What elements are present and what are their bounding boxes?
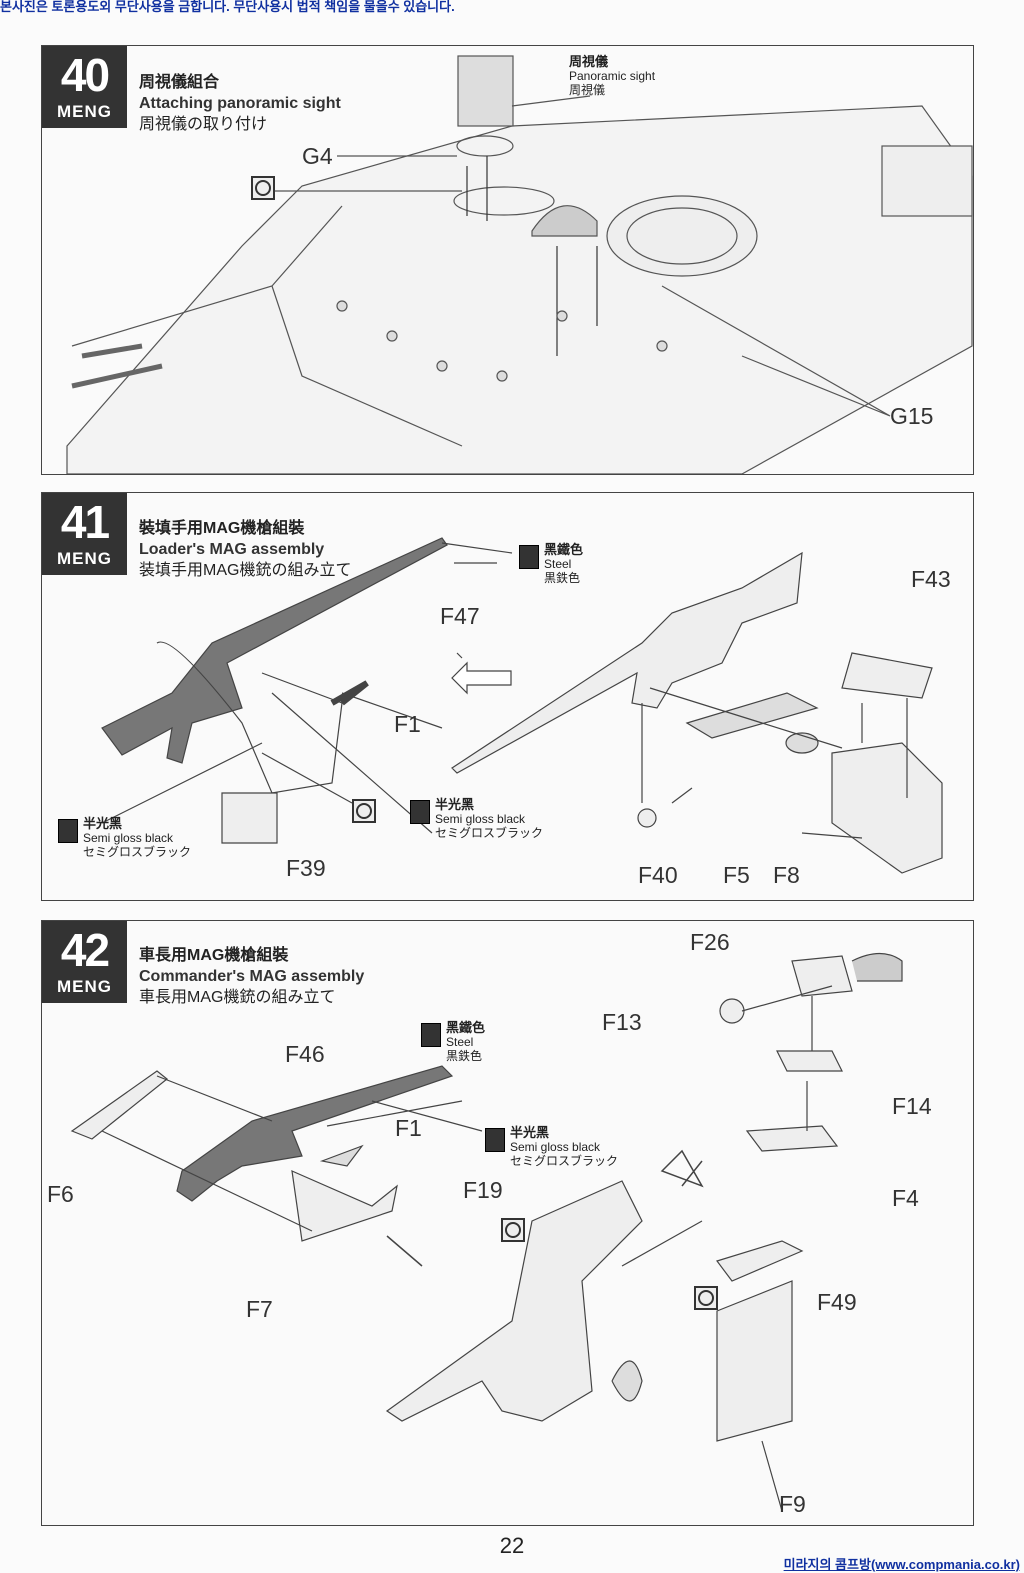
- part-label: F14: [892, 1093, 932, 1119]
- step-title: 裝填手用MAG機槍組裝 Loader's MAG assembly 装填手用MA…: [139, 518, 351, 581]
- title-cn: 車長用MAG機槍組裝: [139, 947, 289, 964]
- brand-logo: MENG: [57, 549, 112, 568]
- part-label: F43: [911, 566, 951, 592]
- paint-jp: 黒鉄色: [544, 571, 581, 585]
- part-label: F46: [285, 1041, 325, 1067]
- title-en: Attaching panoramic sight: [139, 95, 341, 112]
- part-label: G15: [890, 403, 934, 429]
- title-en: Loader's MAG assembly: [139, 541, 325, 558]
- commander-mag-diagram: [70, 952, 903, 1512]
- paint-brush-icon: [421, 1023, 441, 1047]
- paint-cn: 黑鐵色: [544, 542, 584, 557]
- paint-jp: セミグロスブラック: [83, 845, 192, 859]
- part-label: F26: [690, 929, 730, 955]
- part-label: F39: [286, 855, 326, 881]
- part-label: F1: [395, 1115, 422, 1141]
- paint-brush-icon: [485, 1128, 505, 1152]
- step-42-panel: 42 MENG 車長用MAG機槍組裝 Commander's MAG assem…: [41, 920, 974, 1526]
- panoramic-sight-diagram: [66, 55, 973, 474]
- title-jp: 車長用MAG機銃の組み立て: [139, 989, 336, 1006]
- part-label: F5: [723, 862, 750, 888]
- paint-jp: セミグロスブラック: [435, 826, 544, 840]
- step-number-badge: 41 MENG: [42, 493, 127, 575]
- paint-cn: 黑鐵色: [446, 1020, 486, 1035]
- part-label: F6: [47, 1181, 74, 1207]
- copyright-banner: 본사진은 토론용도외 무단사용을 금합니다. 무단사용시 법적 책임을 물을수 …: [0, 0, 455, 14]
- page-number: 22: [499, 1533, 525, 1558]
- step-number-badge: 40 MENG: [42, 46, 127, 128]
- paint-jp: 黒鉄色: [446, 1049, 483, 1063]
- no-glue-icon: [501, 1218, 525, 1242]
- title-cn: 裝填手用MAG機槍組裝: [139, 520, 305, 537]
- title-jp: 周視儀の取り付け: [139, 116, 268, 133]
- paint-en: Semi gloss black: [83, 831, 174, 845]
- part-label: F9: [779, 1491, 806, 1517]
- no-glue-icon: [694, 1286, 718, 1310]
- paint-en: Steel: [544, 557, 572, 571]
- callout-jp: 周視儀: [569, 83, 606, 97]
- step-41-panel: 41 MENG 裝填手用MAG機槍組裝 Loader's MAG assembl…: [41, 492, 974, 901]
- part-label: F13: [602, 1009, 642, 1035]
- part-label: F47: [440, 603, 480, 629]
- part-label: F19: [463, 1177, 503, 1203]
- paint-brush-icon: [410, 800, 430, 824]
- callout-cn: 周視儀: [569, 54, 609, 69]
- paint-jp: セミグロスブラック: [510, 1154, 619, 1168]
- part-label: F7: [246, 1296, 273, 1322]
- paint-brush-icon: [519, 545, 539, 569]
- brand-logo: MENG: [57, 977, 112, 996]
- paint-cn: 半光黑: [435, 797, 475, 812]
- footer-credit: 미라지의 콤프방(www.compmania.co.kr): [783, 1557, 1020, 1572]
- title-cn: 周視儀組合: [139, 74, 220, 91]
- part-label: G4: [302, 143, 333, 169]
- callout-en: Panoramic sight: [569, 69, 656, 83]
- title-jp: 装填手用MAG機銃の組み立て: [139, 562, 352, 579]
- step-number: 40: [60, 49, 110, 101]
- no-glue-icon: [251, 176, 275, 200]
- part-label: F40: [638, 862, 678, 888]
- step-number: 41: [60, 496, 110, 548]
- step-title: 周視儀組合 Attaching panoramic sight 周視儀の取り付け: [139, 72, 341, 135]
- part-label: F49: [817, 1289, 857, 1315]
- paint-cn: 半光黑: [510, 1125, 550, 1140]
- paint-en: Semi gloss black: [435, 812, 526, 826]
- part-label: F8: [773, 862, 800, 888]
- paint-en: Steel: [446, 1035, 474, 1049]
- step-number-badge: 42 MENG: [42, 921, 127, 1003]
- no-glue-icon: [352, 799, 376, 823]
- paint-en: Semi gloss black: [510, 1140, 601, 1154]
- step-number: 42: [60, 924, 110, 976]
- panoramic-sight-callout: 周視儀 Panoramic sight 周視儀: [569, 54, 656, 98]
- part-label: F4: [892, 1185, 919, 1211]
- step-40-panel: 40 MENG 周視儀組合 Attaching panoramic sight …: [41, 45, 974, 475]
- paint-cn: 半光黑: [83, 816, 123, 831]
- part-label: F1: [394, 711, 421, 737]
- paint-brush-icon: [58, 819, 78, 843]
- title-en: Commander's MAG assembly: [139, 968, 365, 985]
- step-title: 車長用MAG機槍組裝 Commander's MAG assembly 車長用M…: [139, 945, 364, 1008]
- loader-mag-diagram: [101, 537, 943, 874]
- brand-logo: MENG: [57, 102, 112, 121]
